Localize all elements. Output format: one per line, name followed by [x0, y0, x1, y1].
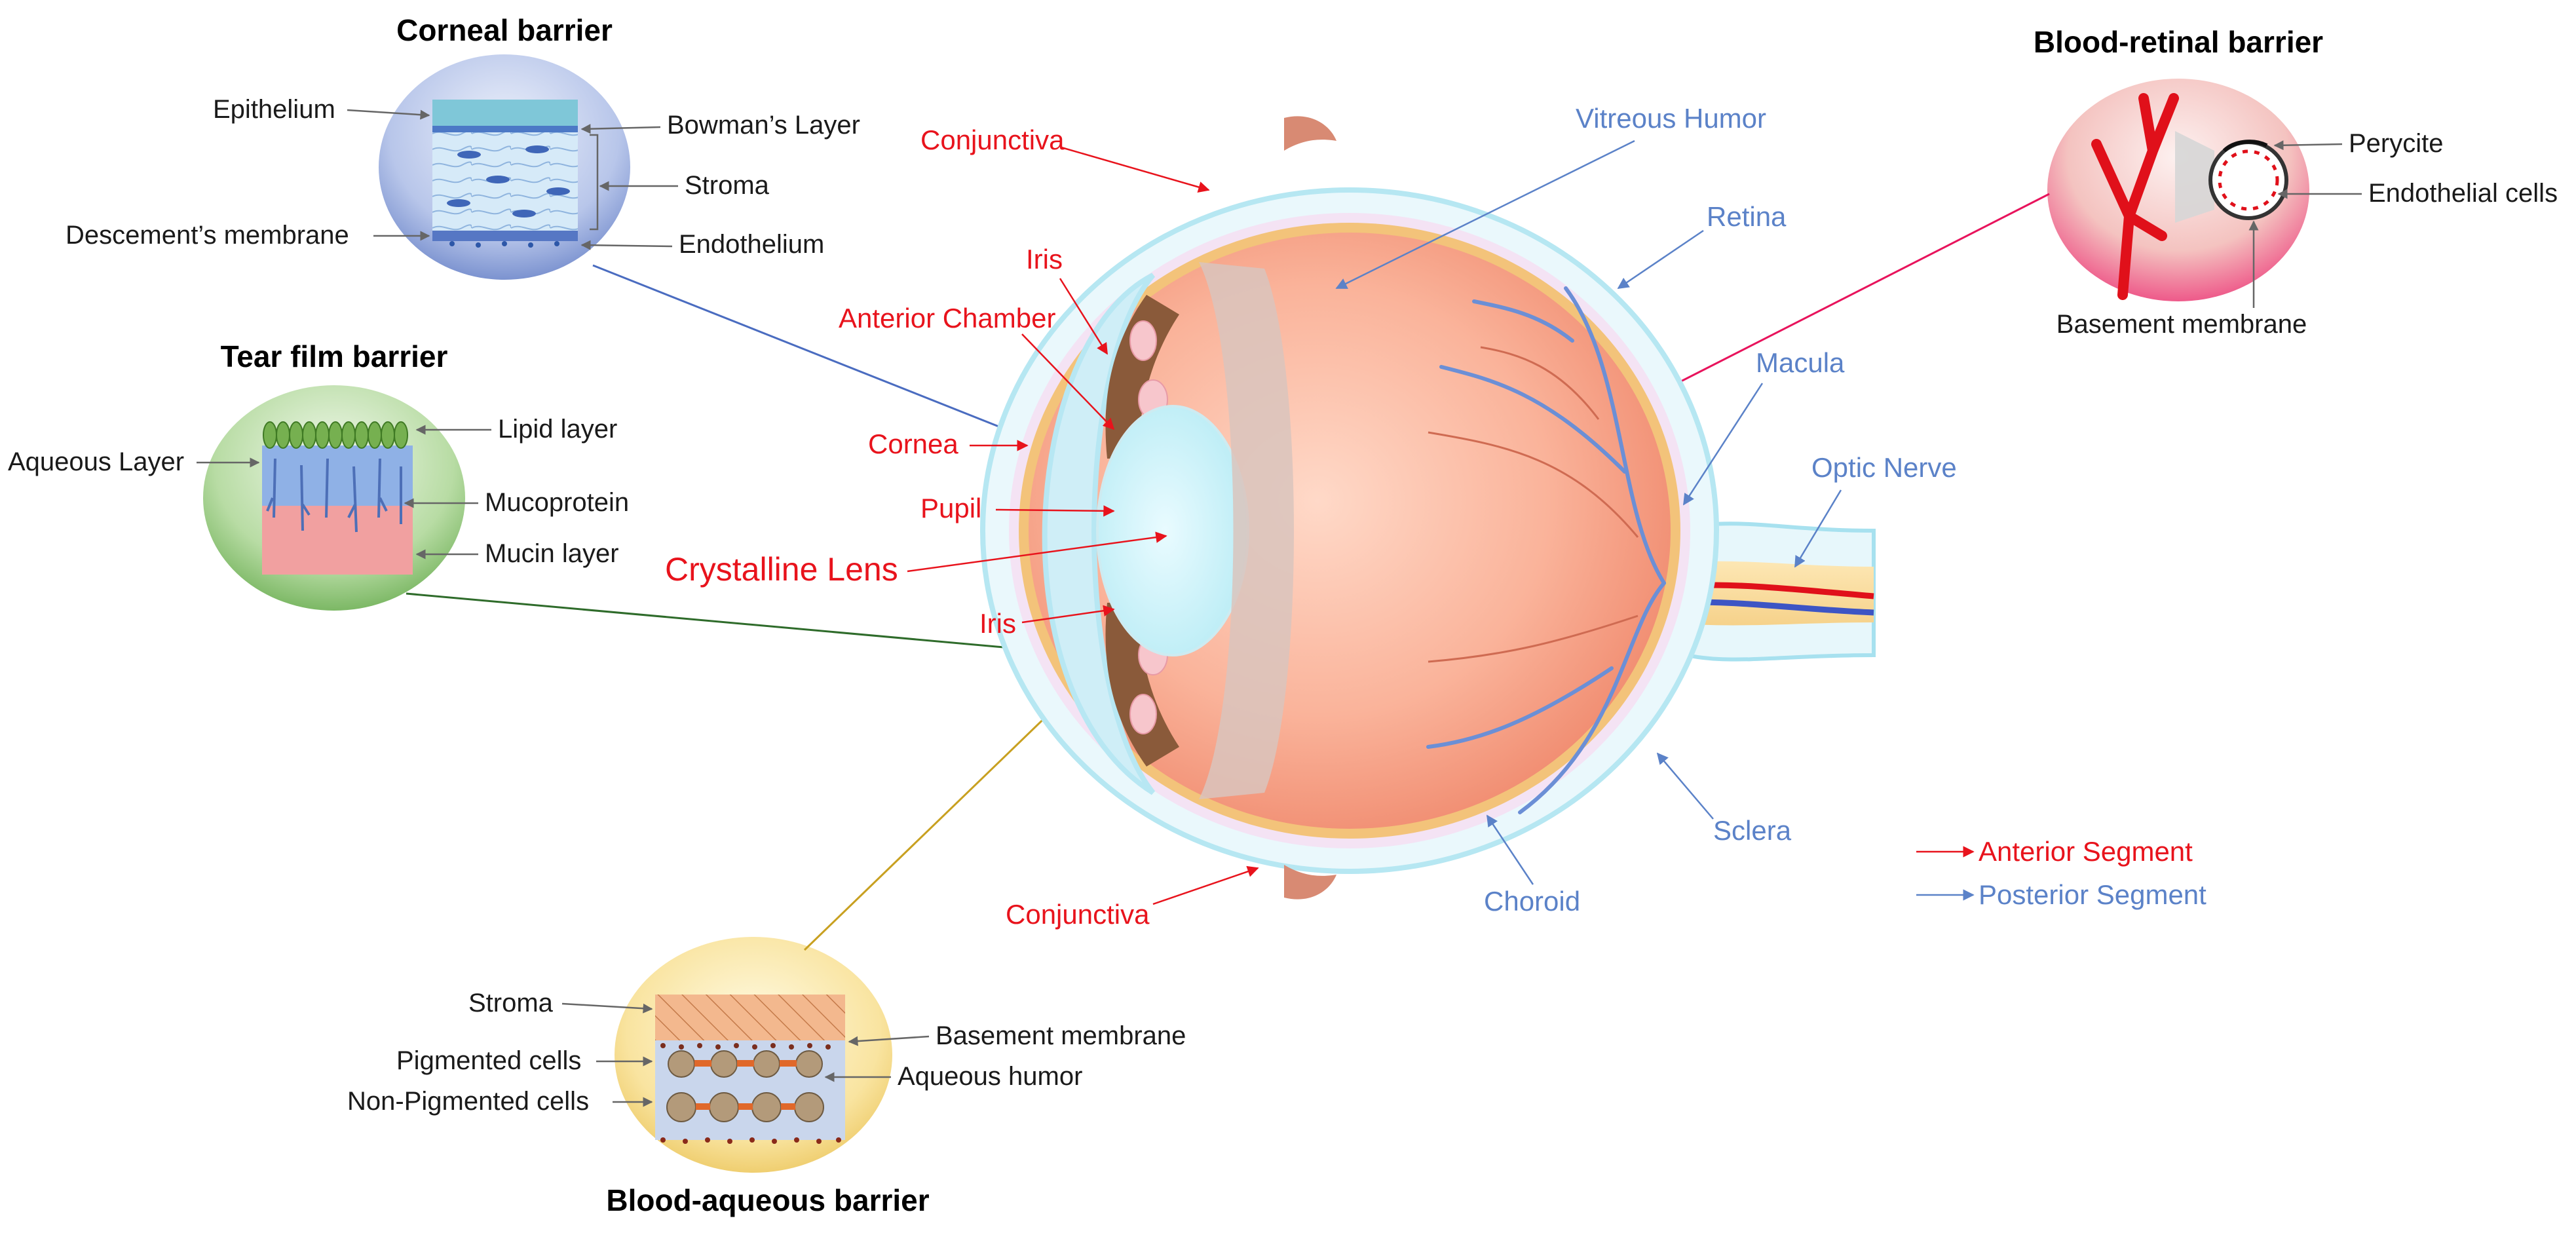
eye-cross-section	[980, 116, 1876, 900]
label-retina: Retina	[1707, 201, 1787, 232]
posterior-labels: Vitreous Humor Retina Macula Optic Nerve…	[1335, 103, 1957, 917]
tearfilm-barrier-leader	[406, 592, 1055, 653]
label-iris-top: Iris	[1026, 244, 1063, 275]
label-choroid: Choroid	[1484, 886, 1580, 917]
blood-retinal-barrier-title: Blood-retinal barrier	[2034, 25, 2323, 59]
label-vitreous-humor: Vitreous Humor	[1576, 103, 1766, 134]
label-stroma-aqueous: Stroma	[468, 989, 554, 1017]
label-conjunctiva-bottom: Conjunctiva	[1006, 899, 1150, 930]
tearfilm-barrier-title: Tear film barrier	[221, 339, 448, 373]
label-non-pigmented-cells: Non-Pigmented cells	[347, 1087, 589, 1116]
retina-globe	[1029, 233, 1671, 829]
tearfilm-barrier-panel: Tear film barrier Aqueous Layer	[8, 339, 1055, 653]
blood-retinal-barrier-leader	[1676, 193, 2050, 385]
blood-aqueous-barrier-panel: Stroma Basement membrane Pigmented cells…	[347, 631, 1186, 1217]
label-descemets-membrane: Descement’s membrane	[66, 221, 349, 250]
blood-aqueous-tissue-block	[655, 995, 845, 1144]
label-basement-membrane-retinal: Basement membrane	[2056, 310, 2307, 339]
corneal-tissue-block	[432, 100, 578, 248]
cornea-shape	[1042, 273, 1156, 795]
label-optic-nerve: Optic Nerve	[1811, 452, 1957, 483]
label-perycite: Perycite	[2349, 129, 2444, 158]
corneal-barrier-panel: Corneal barrier Epithelium Bowma	[66, 13, 1055, 450]
anterior-labels: Conjunctiva Iris Anterior Chamber Cornea…	[665, 124, 1259, 930]
label-aqueous-humor: Aqueous humor	[898, 1062, 1082, 1091]
iris-region	[1105, 295, 1179, 459]
legend: Anterior Segment Posterior Segment	[1916, 836, 2207, 910]
label-endothelial-cells: Endothelial cells	[2368, 179, 2558, 208]
label-anterior-chamber: Anterior Chamber	[839, 303, 1055, 333]
label-mucoprotein: Mucoprotein	[485, 488, 629, 517]
retinal-vessel-illustration	[2091, 93, 2288, 300]
label-sclera: Sclera	[1713, 815, 1792, 846]
blood-retinal-barrier-panel: Blood-retinal barrier Perycite Endotheli…	[1676, 25, 2558, 385]
label-iris-bottom: Iris	[979, 608, 1016, 639]
corneal-barrier-leader	[592, 264, 1055, 450]
label-mucin-layer: Mucin layer	[485, 539, 619, 568]
label-endothelium: Endothelium	[679, 230, 824, 259]
label-basement-membrane-aqueous: Basement membrane	[936, 1021, 1186, 1050]
label-aqueous-layer: Aqueous Layer	[8, 447, 184, 476]
label-stroma-cornea: Stroma	[685, 171, 770, 200]
blood-aqueous-barrier-title: Blood-aqueous barrier	[606, 1183, 929, 1217]
upper-eyelid	[1284, 116, 1336, 151]
label-crystalline-lens: Crystalline Lens	[665, 551, 898, 588]
label-pupil: Pupil	[920, 493, 981, 523]
lower-eyelid	[1284, 865, 1336, 900]
label-lipid-layer: Lipid layer	[498, 415, 617, 444]
corneal-barrier-title: Corneal barrier	[396, 13, 613, 47]
label-macula: Macula	[1756, 347, 1845, 378]
label-epithelium: Epithelium	[213, 95, 335, 124]
legend-anterior-label: Anterior Segment	[1979, 836, 2193, 867]
legend-posterior-label: Posterior Segment	[1979, 879, 2207, 910]
crystalline-lens	[1096, 405, 1249, 656]
label-cornea: Cornea	[868, 428, 958, 459]
label-pigmented-cells: Pigmented cells	[396, 1046, 581, 1075]
label-bowmans-layer: Bowman’s Layer	[667, 111, 860, 140]
label-conjunctiva-top: Conjunctiva	[920, 124, 1065, 155]
tearfilm-layer-block	[262, 421, 413, 575]
